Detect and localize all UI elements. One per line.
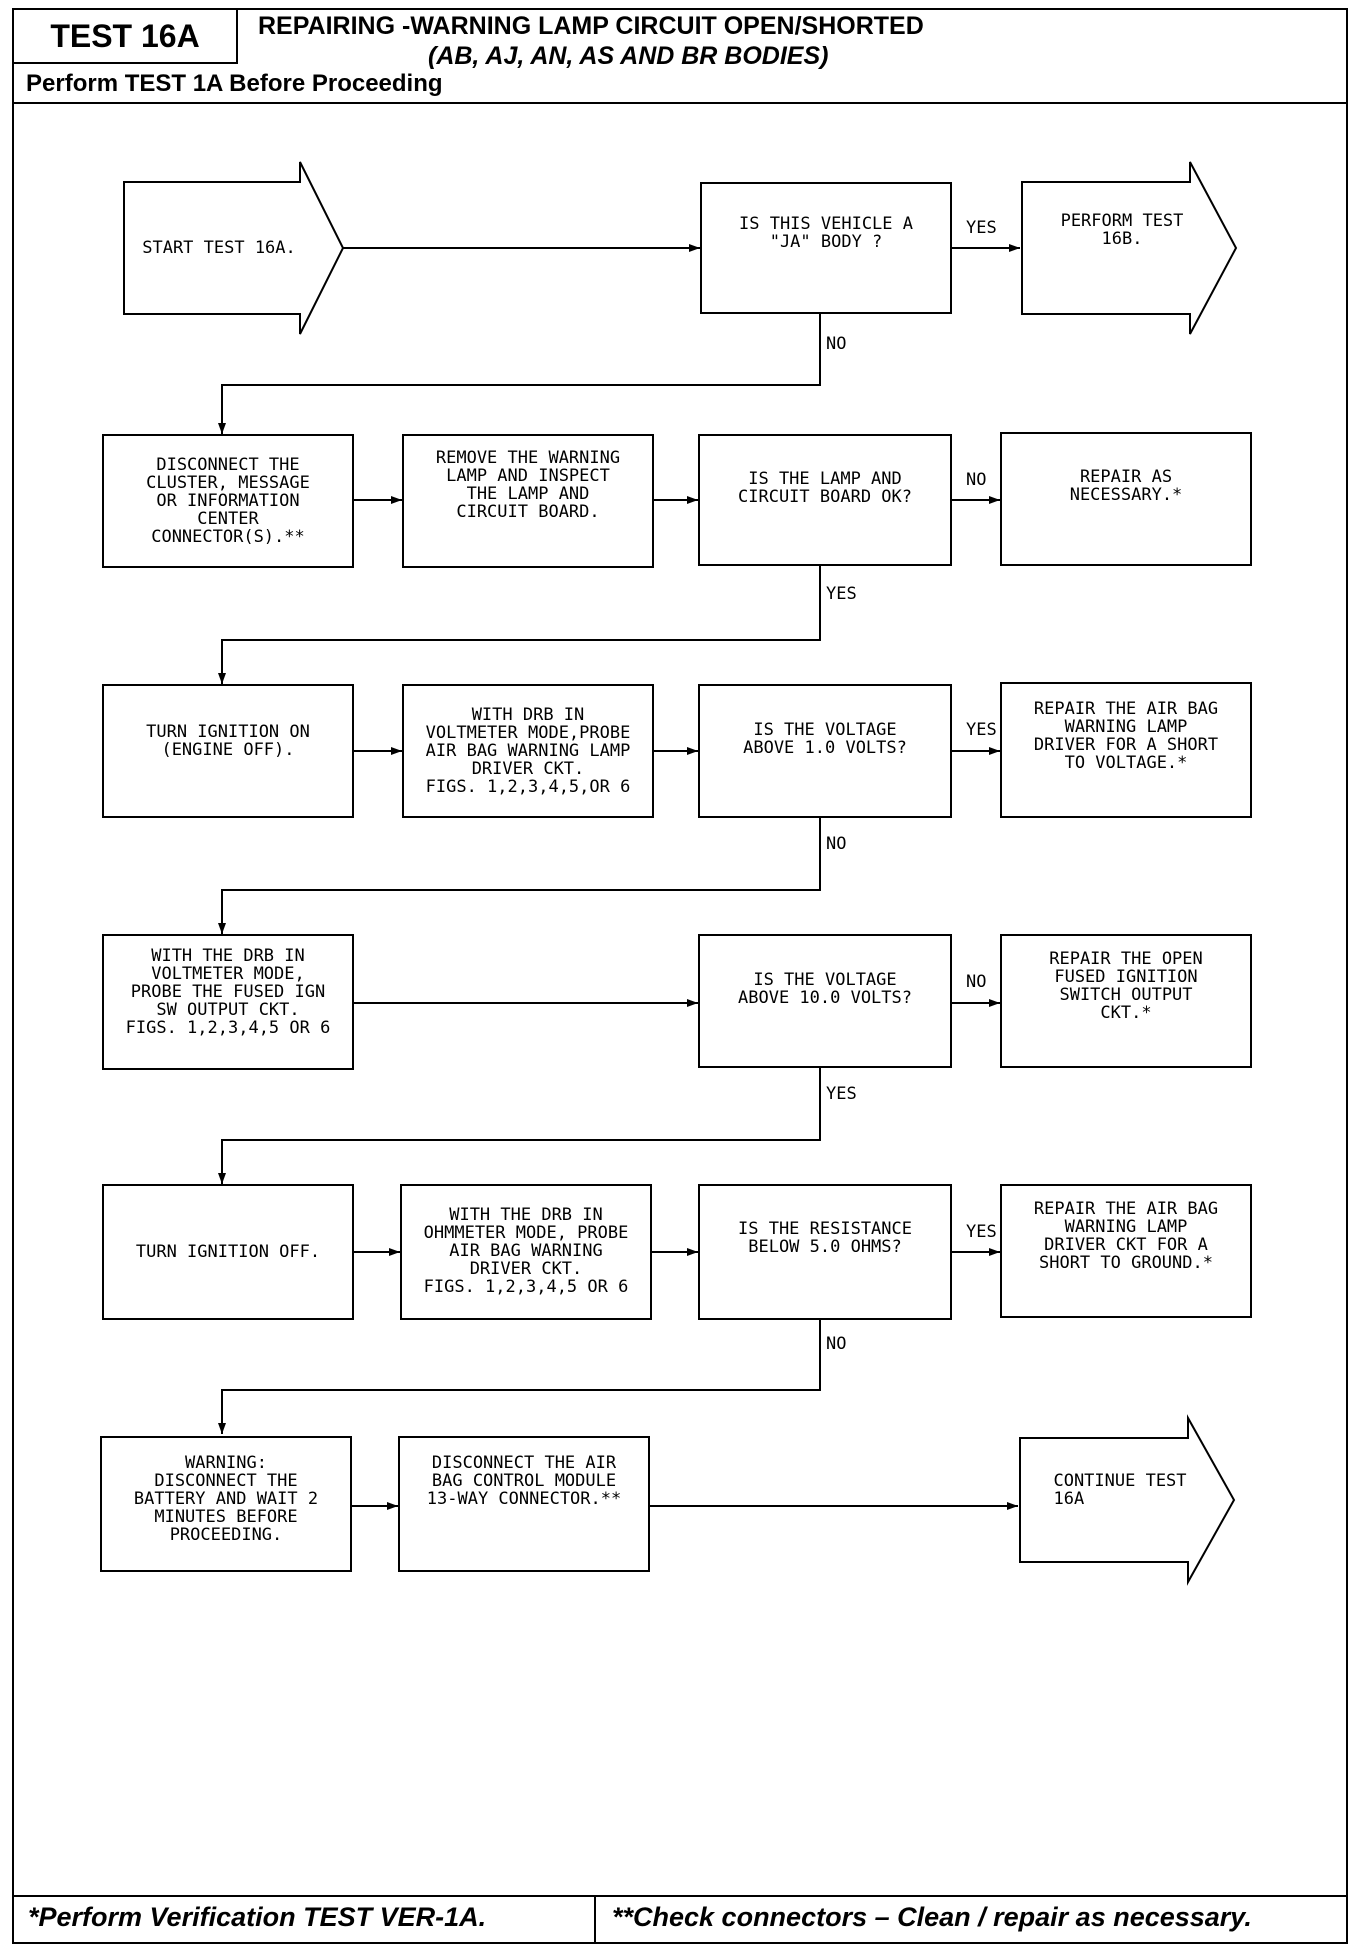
step-ignition-off-text: TURN IGNITION OFF. [135, 1242, 321, 1262]
edge-q-res-no [218, 1320, 821, 1434]
decision-voltage-10-text: IS THE VOLTAGE ABOVE 10.0 VOLTS? [738, 970, 912, 1008]
page-subtitle: Perform TEST 1A Before Proceeding [26, 70, 443, 97]
step-disconnect-cluster: DISCONNECT THE CLUSTER, MESSAGE OR INFOR… [102, 434, 354, 568]
label-lamp-no: NO [966, 470, 987, 490]
decision-resistance: IS THE RESISTANCE BELOW 5.0 OHMS? [698, 1184, 952, 1320]
step-remove-lamp: REMOVE THE WARNING LAMP AND INSPECT THE … [402, 434, 654, 568]
decision-voltage-1-text: IS THE VOLTAGE ABOVE 1.0 VOLTS? [743, 720, 907, 758]
step-probe-driver-voltmeter: WITH DRB IN VOLTMETER MODE,PROBE AIR BAG… [402, 684, 654, 818]
footer-note-verification: *Perform Verification TEST VER-1A. [28, 1902, 487, 1932]
edge-q-ja-no [218, 314, 821, 434]
step-probe-fused-ign-text: WITH THE DRB IN VOLTMETER MODE, PROBE TH… [125, 946, 331, 1038]
perform-16b-node: PERFORM TEST 16B. [1022, 200, 1222, 260]
step-disconnect-acm-text: DISCONNECT THE AIR BAG CONTROL MODULE 13… [426, 1453, 622, 1509]
decision-lamp-ok-text: IS THE LAMP AND CIRCUIT BOARD OK? [738, 469, 912, 507]
edge-q-volt10-yes [218, 1068, 821, 1184]
footer-separator [594, 1895, 596, 1942]
label-res-yes: YES [966, 1222, 997, 1242]
decision-ja-body-text: IS THIS VEHICLE A "JA" BODY ? [739, 214, 913, 252]
label-volt1-no: NO [826, 834, 847, 854]
label-ja-yes: YES [966, 218, 997, 238]
step-probe-driver-ohmmeter-text: WITH THE DRB IN OHMMETER MODE, PROBE AIR… [423, 1205, 629, 1297]
step-ignition-on-text: TURN IGNITION ON (ENGINE OFF). [146, 722, 310, 760]
continue-16a-arrow-shape [1019, 1414, 1236, 1586]
label-ja-no: NO [826, 334, 847, 354]
step-repair-short-ground-text: REPAIR THE AIR BAG WARNING LAMP DRIVER C… [1033, 1199, 1219, 1273]
start-test-node: START TEST 16A. [124, 182, 314, 314]
decision-ja-body: IS THIS VEHICLE A "JA" BODY ? [700, 182, 952, 314]
step-ignition-off: TURN IGNITION OFF. [102, 1184, 354, 1320]
decision-lamp-ok: IS THE LAMP AND CIRCUIT BOARD OK? [698, 434, 952, 566]
step-warning-disconnect-battery-text: WARNING: DISCONNECT THE BATTERY AND WAIT… [133, 1453, 319, 1545]
step-probe-fused-ign: WITH THE DRB IN VOLTMETER MODE, PROBE TH… [102, 934, 354, 1070]
perform-16b-label: PERFORM TEST 16B. [1060, 211, 1184, 249]
edge-q-lamp-yes [218, 566, 821, 684]
continue-16a-label: CONTINUE TEST 16A [1053, 1471, 1187, 1509]
step-repair-open-fused-text: REPAIR THE OPEN FUSED IGNITION SWITCH OU… [1049, 949, 1203, 1023]
perform-16b-arrow-shape [1021, 161, 1238, 335]
test-id: TEST 16A [14, 10, 238, 64]
step-repair-necessary-text: REPAIR AS NECESSARY.* [1069, 467, 1183, 505]
step-remove-lamp-text: REMOVE THE WARNING LAMP AND INSPECT THE … [435, 448, 621, 522]
decision-voltage-1: IS THE VOLTAGE ABOVE 1.0 VOLTS? [698, 684, 952, 818]
label-volt1-yes: YES [966, 720, 997, 740]
step-repair-short-voltage-text: REPAIR THE AIR BAG WARNING LAMP DRIVER F… [1033, 699, 1219, 773]
label-res-no: NO [826, 1334, 847, 1354]
continue-16a-node: CONTINUE TEST 16A [1020, 1460, 1220, 1520]
step-repair-short-voltage: REPAIR THE AIR BAG WARNING LAMP DRIVER F… [1000, 682, 1252, 818]
step-probe-driver-voltmeter-text: WITH DRB IN VOLTMETER MODE,PROBE AIR BAG… [425, 705, 631, 797]
step-repair-open-fused: REPAIR THE OPEN FUSED IGNITION SWITCH OU… [1000, 934, 1252, 1068]
page-frame: TEST 16A REPAIRING -WARNING LAMP CIRCUIT… [12, 8, 1348, 1944]
step-ignition-on: TURN IGNITION ON (ENGINE OFF). [102, 684, 354, 818]
footer-note-connectors: **Check connectors – Clean / repair as n… [612, 1902, 1252, 1932]
decision-voltage-10: IS THE VOLTAGE ABOVE 10.0 VOLTS? [698, 934, 952, 1068]
step-disconnect-acm: DISCONNECT THE AIR BAG CONTROL MODULE 13… [398, 1436, 650, 1572]
step-probe-driver-ohmmeter: WITH THE DRB IN OHMMETER MODE, PROBE AIR… [400, 1184, 652, 1320]
step-repair-short-ground: REPAIR THE AIR BAG WARNING LAMP DRIVER C… [1000, 1184, 1252, 1318]
edge-q-volt1-no [218, 818, 821, 934]
step-repair-necessary: REPAIR AS NECESSARY.* [1000, 432, 1252, 566]
label-lamp-yes: YES [826, 584, 857, 604]
title-line-1: REPAIRING -WARNING LAMP CIRCUIT OPEN/SHO… [258, 12, 924, 40]
step-disconnect-cluster-text: DISCONNECT THE CLUSTER, MESSAGE OR INFOR… [146, 455, 310, 547]
label-volt10-no: NO [966, 972, 987, 992]
decision-resistance-text: IS THE RESISTANCE BELOW 5.0 OHMS? [738, 1219, 912, 1257]
start-test-label: START TEST 16A. [142, 238, 296, 258]
label-volt10-yes: YES [826, 1084, 857, 1104]
page-title: REPAIRING -WARNING LAMP CIRCUIT OPEN/SHO… [238, 10, 1348, 72]
start-arrow-shape [123, 161, 345, 335]
step-warning-disconnect-battery: WARNING: DISCONNECT THE BATTERY AND WAIT… [100, 1436, 352, 1572]
title-line-2: (AB, AJ, AN, AS AND BR BODIES) [428, 42, 829, 70]
header-divider [14, 102, 1346, 104]
footer-divider [14, 1895, 1346, 1897]
